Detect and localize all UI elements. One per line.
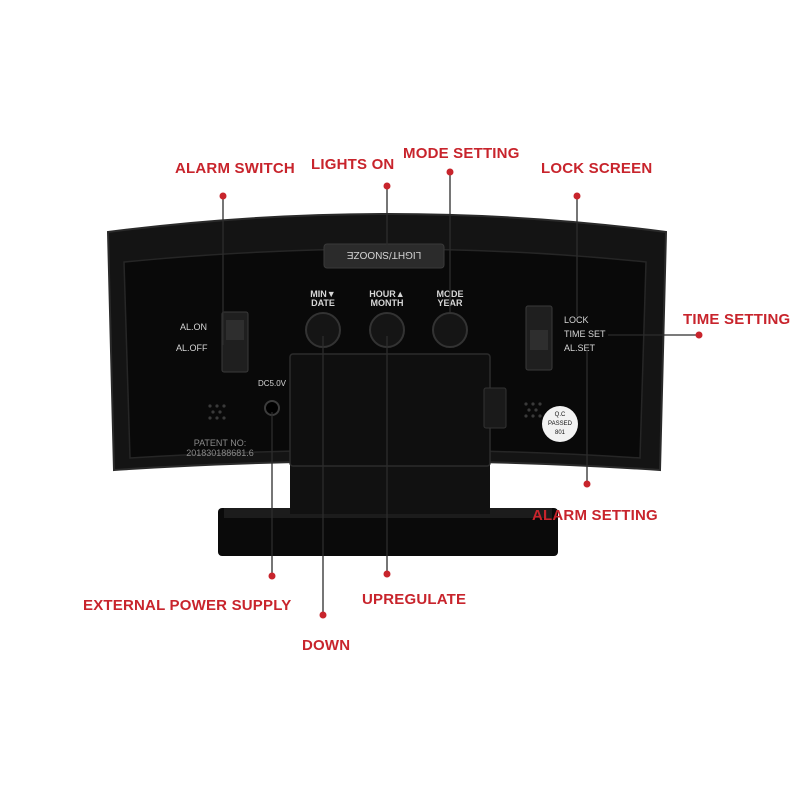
leader-dot-down xyxy=(319,611,327,619)
lock-label: LOCK xyxy=(564,315,589,325)
alarm-switch-knob xyxy=(226,320,244,340)
patent-label: PATENT NO: xyxy=(194,438,247,448)
callout-mode-setting: MODE SETTING xyxy=(403,145,520,162)
leader-dot-lights-on xyxy=(383,182,391,190)
leader-dot-upregulate xyxy=(383,570,391,578)
callout-alarm-switch: ALARM SWITCH xyxy=(175,160,295,177)
callout-time-setting: TIME SETTING xyxy=(683,311,791,328)
callout-external-power-supply: EXTERNAL POWER SUPPLY xyxy=(83,597,292,614)
leader-dot-lock-screen xyxy=(573,192,581,200)
qc-line-3: 801 xyxy=(555,430,566,436)
callout-alarm-setting: ALARM SETTING xyxy=(532,507,658,524)
leader-dot-mode-setting xyxy=(446,168,454,176)
callout-lights-on: LIGHTS ON xyxy=(311,156,395,173)
alarm-off-label: AL.OFF xyxy=(176,343,208,353)
speaker-grill-right xyxy=(524,402,542,418)
light-snooze-label: LIGHT/SNOOZE xyxy=(346,249,421,260)
leader-dot-alarm-setting xyxy=(583,480,591,488)
mode-year-button[interactable] xyxy=(432,312,468,348)
button-2-top-label: HOUR▲ xyxy=(369,289,404,299)
leader-dot-time-setting xyxy=(695,331,703,339)
dc-voltage-label: DC5.0V xyxy=(258,379,287,388)
stand-base xyxy=(218,508,558,556)
alarm-on-label: AL.ON xyxy=(180,322,207,332)
speaker-grill-left xyxy=(208,404,226,420)
button-1-bottom-label: DATE xyxy=(311,298,335,308)
qc-sticker xyxy=(542,406,578,442)
callout-down: DOWN xyxy=(302,637,351,654)
leader-dot-external-power xyxy=(268,572,276,580)
qc-line-1: Q.C xyxy=(555,412,566,418)
time-set-label: TIME SET xyxy=(564,329,606,339)
al-set-label: AL.SET xyxy=(564,343,596,353)
callout-lock-screen: LOCK SCREEN xyxy=(541,160,653,177)
callout-upregulate: UPREGULATE xyxy=(362,591,467,608)
patent-number: 201830188681.6 xyxy=(186,448,254,458)
battery-latch xyxy=(483,387,507,429)
button-2-bottom-label: MONTH xyxy=(371,298,404,308)
qc-line-2: PASSED xyxy=(548,421,573,427)
light-snooze-button[interactable] xyxy=(323,243,445,269)
stand-neck xyxy=(290,462,490,514)
button-1-top-label: MIN▼ xyxy=(310,289,335,299)
battery-cover[interactable] xyxy=(289,353,491,467)
leader-dot-alarm-switch xyxy=(219,192,227,200)
function-switch-knob xyxy=(530,330,548,350)
